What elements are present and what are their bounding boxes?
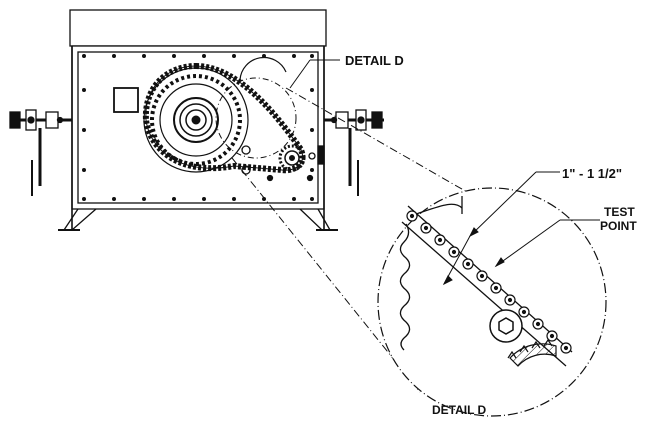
test-point-label-line1: TEST — [604, 205, 635, 219]
tensioner — [241, 145, 325, 182]
detail-lower-sprocket — [507, 338, 557, 367]
detail-sprocket-teeth — [399, 223, 411, 351]
guard-outline — [215, 77, 297, 159]
test-point-label-line2: POINT — [600, 219, 637, 233]
detail-callout-leader — [289, 59, 340, 89]
drive-chain-outline — [145, 65, 304, 171]
right-leg — [299, 208, 332, 231]
dimension-lines — [442, 171, 600, 286]
left-valve — [9, 109, 72, 196]
access-window — [113, 87, 139, 113]
inner-panel — [77, 51, 319, 204]
detail-guard-edge — [415, 203, 463, 215]
detail-circle — [377, 187, 607, 417]
detail-chain — [401, 205, 573, 367]
detail-callout-label: DETAIL D — [345, 53, 404, 68]
dimension-label: 1" - 1 1/2" — [562, 166, 622, 181]
right-valve — [324, 109, 384, 196]
idler-arc — [239, 56, 287, 81]
left-leg — [62, 208, 97, 231]
machine-housing — [58, 9, 338, 231]
detail-caption: DETAIL D — [432, 403, 487, 417]
small-sprocket — [278, 144, 306, 172]
detail-idler — [489, 309, 523, 343]
top-hood — [69, 9, 327, 47]
large-sprocket — [143, 67, 249, 173]
main-panel — [71, 45, 325, 210]
